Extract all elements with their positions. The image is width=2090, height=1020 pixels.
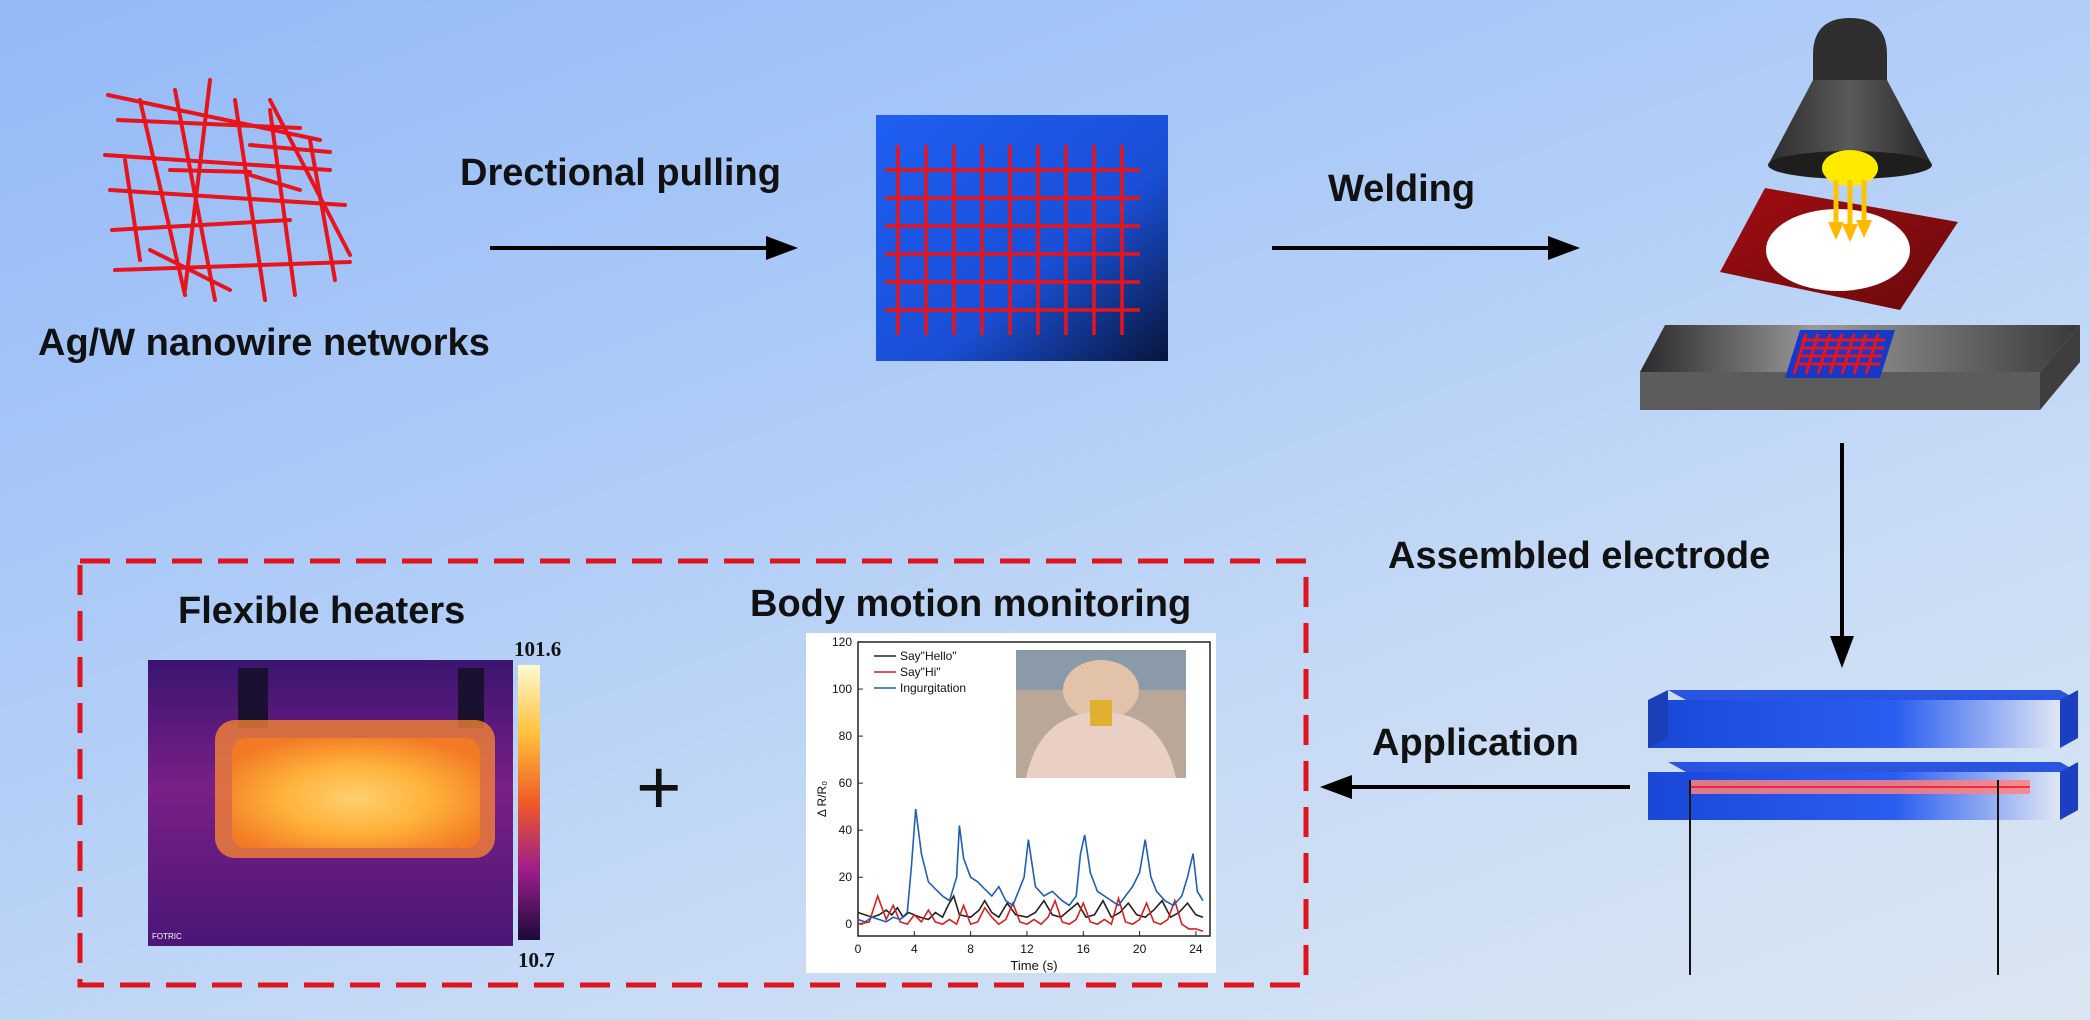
thermal-min-value: 10.7 bbox=[518, 948, 555, 972]
x-axis-label: Time (s) bbox=[1010, 958, 1057, 973]
arrows bbox=[490, 236, 1854, 799]
y-tick-label: 40 bbox=[839, 823, 853, 837]
nanowire-network-illustration bbox=[103, 78, 352, 302]
label-directional-pulling: Drectional pulling bbox=[460, 152, 781, 194]
legend-label-1: Say"Hello" bbox=[900, 649, 957, 663]
legend-label-2: Say"Hi" bbox=[900, 665, 941, 679]
x-tick-label: 4 bbox=[911, 942, 918, 956]
x-tick-label: 20 bbox=[1133, 942, 1147, 956]
x-tick-label: 0 bbox=[855, 942, 862, 956]
y-tick-label: 60 bbox=[839, 776, 853, 790]
label-assembled-electrode: Assembled electrode bbox=[1388, 535, 1771, 577]
thermal-max-value: 101.6 bbox=[514, 637, 562, 661]
x-tick-label: 12 bbox=[1020, 942, 1034, 956]
y-tick-label: 100 bbox=[832, 682, 852, 696]
legend-label-3: Ingurgitation bbox=[900, 681, 966, 695]
welding-lamp-illustration bbox=[1640, 18, 2080, 410]
label-welding: Welding bbox=[1328, 168, 1476, 210]
label-body-motion-monitoring: Body motion monitoring bbox=[750, 583, 1192, 625]
y-tick-label: 20 bbox=[839, 870, 853, 884]
aligned-grid-illustration bbox=[876, 115, 1168, 361]
plus-sign: + bbox=[636, 743, 682, 831]
motion-chart-panel bbox=[806, 633, 1216, 973]
y-axis-label: Δ R/R₀ bbox=[815, 781, 829, 817]
series-line-3 bbox=[857, 808, 1204, 923]
application-dashed-box bbox=[77, 558, 1309, 988]
series-line-1 bbox=[857, 894, 1204, 921]
assembled-electrode-illustration bbox=[1648, 690, 2078, 975]
x-tick-label: 16 bbox=[1077, 942, 1091, 956]
label-flexible-heaters: Flexible heaters bbox=[178, 590, 466, 632]
thermal-brand: FOTRIC bbox=[152, 932, 182, 941]
label-nanowire-networks: Ag/W nanowire networks bbox=[38, 322, 490, 364]
series-line-2 bbox=[857, 893, 1204, 933]
chart-frame bbox=[857, 641, 1211, 937]
x-tick-label: 24 bbox=[1189, 942, 1203, 956]
y-tick-label: 120 bbox=[832, 635, 852, 649]
y-tick-label: 80 bbox=[839, 729, 853, 743]
y-tick-label: 0 bbox=[845, 917, 852, 931]
x-tick-label: 8 bbox=[967, 942, 974, 956]
label-application: Application bbox=[1372, 722, 1579, 764]
thermal-image bbox=[148, 660, 540, 946]
